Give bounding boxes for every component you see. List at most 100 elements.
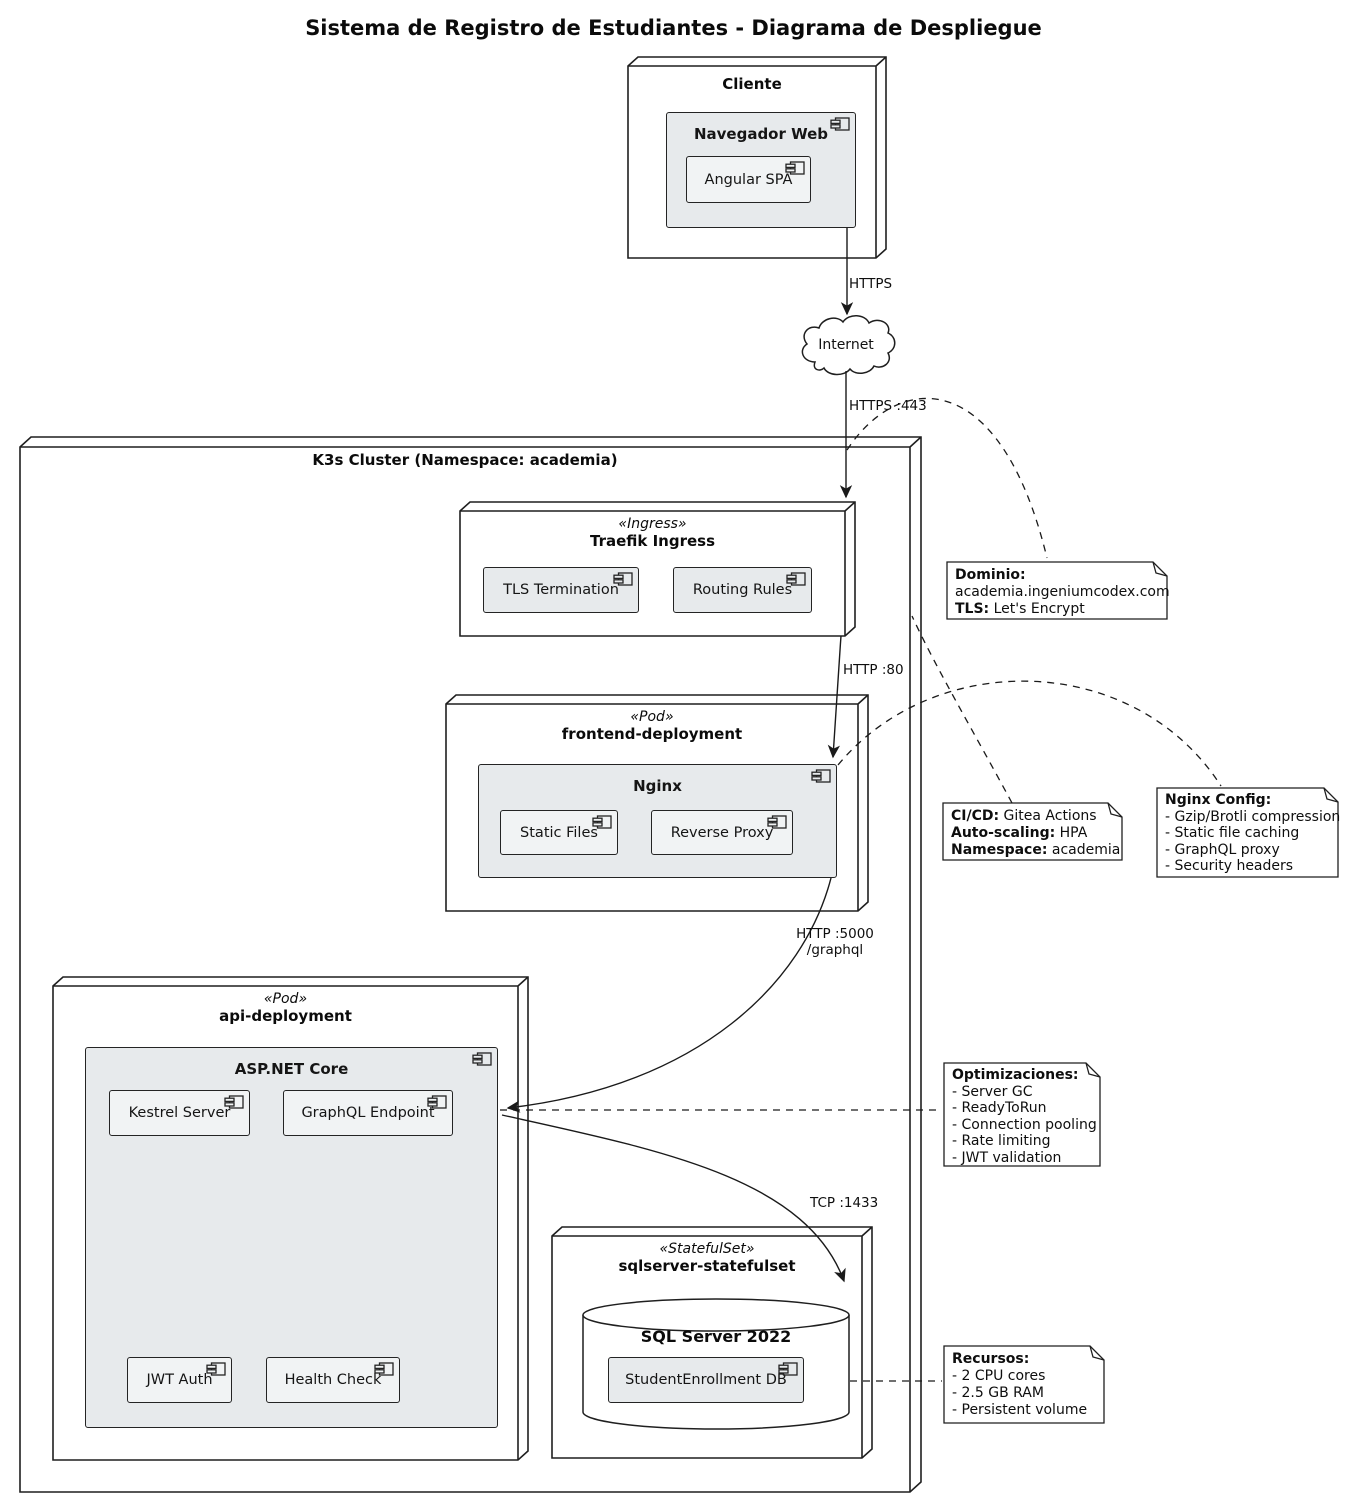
component-reverse-proxy: Reverse Proxy [651,810,793,855]
connector-note-cicd [911,615,1013,804]
note-cicd-value1: Gitea Actions [999,808,1097,824]
note-recursos-shape [943,1345,1105,1424]
note-item: - Server GC [952,1083,1033,1100]
component-icon [830,117,850,131]
note-dominio-tls-value: Let's Encrypt [989,601,1085,617]
page-title: Sistema de Registro de Estudiantes - Dia… [305,16,1042,40]
component-icon [472,1052,492,1066]
note-cicd: CI/CD: Gitea Actions Auto-scaling: HPA N… [943,803,1138,859]
note-cicd-label3: Namespace: [951,842,1048,858]
component-health-check: Health Check [266,1357,400,1403]
component-tls-termination: TLS Termination [483,567,639,613]
component-icon [778,1362,798,1376]
component-label: JWT Auth [146,1372,213,1388]
note-item: - 2.5 GB RAM [952,1385,1044,1401]
edge-label-https: HTTPS [849,276,893,292]
note-item: - Connection pooling [952,1116,1097,1133]
note-cicd-label2: Auto-scaling: [951,825,1056,841]
note-optimizaciones-shape [943,1062,1101,1167]
note-item: - Persistent volume [952,1402,1088,1418]
component-icon [374,1362,394,1376]
edge-label-http-5000: HTTP :5000 /graphql [790,926,880,958]
stereotype-pod-api: «Pod» [263,991,308,1007]
label-traefik-name: Traefik Ingress [589,532,716,550]
edge-label-tcp-1433: TCP :1433 [810,1195,879,1211]
note-nginx-config: Nginx Config: - Gzip/Brotli compression … [1157,788,1347,875]
label-sqlset: «StatefulSet» sqlserver-statefulset [552,1241,862,1275]
note-nginx-config-title: Nginx Config: [1165,792,1272,808]
note-item: - Rate limiting [952,1133,1051,1149]
stereotype-statefulset: «StatefulSet» [659,1241,755,1257]
edge-label-path: /graphql [806,942,864,958]
label-internet: Internet [818,337,874,353]
component-label: Kestrel Server [128,1105,231,1121]
label-sqlset-name: sqlserver-statefulset [618,1257,796,1275]
component-label: Angular SPA [704,171,793,188]
note-cicd-label1: CI/CD: [951,808,1000,824]
component-label: Routing Rules [692,582,793,598]
edge-http-5000 [506,877,832,1113]
edge-http-80 [827,635,842,759]
note-item: - GraphQL proxy [1165,841,1280,858]
component-graphql-endpoint: GraphQL Endpoint [283,1090,453,1136]
edge-label-port: HTTP :5000 [796,926,874,942]
component-icon [224,1095,244,1109]
component-icon [206,1362,226,1376]
component-icon [811,769,831,783]
component-studentenrollment-db: StudentEnrollment DB [608,1357,804,1403]
component-icon [613,572,633,586]
component-kestrel-server: Kestrel Server [109,1090,250,1136]
component-routing-rules: Routing Rules [673,567,812,613]
component-icon [592,815,612,829]
label-api-name: api-deployment [219,1007,352,1025]
component-icon [427,1095,447,1109]
component-label: StudentEnrollment DB [625,1372,787,1388]
note-dominio: Dominio: academia.ingeniumcodex.com TLS:… [947,562,1183,618]
label-traefik: «Ingress» Traefik Ingress [460,516,845,550]
note-dominio-domain: academia.ingeniumcodex.com [955,584,1170,600]
component-label: GraphQL Endpoint [301,1105,435,1121]
note-cicd-shape [942,802,1123,861]
component-label: Navegador Web [693,125,829,143]
component-label: TLS Termination [503,582,619,598]
label-k3s-cluster: K3s Cluster (Namespace: academia) [312,451,618,469]
note-recursos-title: Recursos: [952,1351,1030,1367]
note-item: - Gzip/Brotli compression [1165,808,1341,825]
edge-label-http-80: HTTP :80 [843,662,904,678]
note-item: - JWT validation [952,1149,1062,1166]
note-optimizaciones: Optimizaciones: - Server GC - ReadyToRun… [944,1063,1116,1166]
note-dominio-shape [946,561,1168,620]
note-dominio-tls-label: TLS: [955,601,990,617]
label-frontend: «Pod» frontend-deployment [446,709,858,743]
edge-label-https-443: HTTPS :443 [849,398,927,414]
component-label: Reverse Proxy [670,824,774,841]
connector-note-dominio [846,397,1048,559]
note-nginx-config-shape [1156,787,1339,878]
label-frontend-name: frontend-deployment [561,725,743,743]
note-item: - Security headers [1165,858,1294,874]
component-jwt-auth: JWT Auth [127,1357,232,1403]
component-label: Static Files [520,824,598,841]
label-sqlserver-2022: SQL Server 2022 [640,1327,792,1346]
label-cliente: Cliente [722,75,782,93]
note-optimizaciones-title: Optimizaciones: [952,1067,1079,1083]
component-label: Health Check [284,1372,382,1388]
note-recursos: Recursos: - 2 CPU cores - 2.5 GB RAM - P… [944,1346,1120,1419]
note-item: - ReadyToRun [952,1100,1047,1116]
component-label: ASP.NET Core [234,1060,349,1078]
label-api: «Pod» api-deployment [53,991,518,1025]
component-icon [785,161,805,175]
component-icon [786,572,806,586]
note-dominio-title: Dominio: [955,567,1026,583]
edge-tcp-1433 [501,1114,846,1283]
note-cicd-value3: academia [1047,842,1121,858]
stereotype-pod-frontend: «Pod» [630,709,674,725]
note-item: - 2 CPU cores [952,1368,1046,1384]
note-item: - Static file caching [1165,825,1300,841]
component-icon [767,815,787,829]
stereotype-ingress: «Ingress» [618,516,687,532]
component-label: Nginx [633,777,682,795]
component-angular-spa: Angular SPA [686,156,811,203]
internet-cloud [801,315,896,376]
